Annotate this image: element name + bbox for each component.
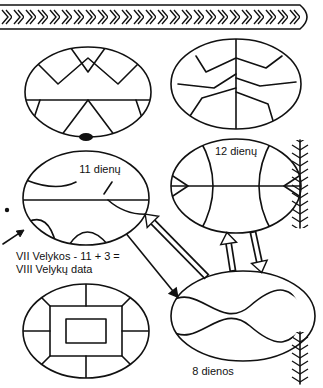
arrow-head <box>145 214 158 227</box>
arrow-shaft-inner <box>253 233 259 262</box>
black-dot <box>79 133 93 141</box>
arrow-shaft <box>253 231 260 261</box>
arrow-head <box>16 230 24 237</box>
oval-border <box>171 271 315 361</box>
small-dot <box>5 208 9 212</box>
pattern-line <box>66 232 112 250</box>
oval-border <box>23 151 149 245</box>
oval-pattern <box>20 180 152 250</box>
node-label: 12 dienų <box>213 145 259 158</box>
oval-pattern <box>20 44 156 140</box>
band-outline <box>0 5 307 29</box>
node-label: 8 dienos <box>190 365 236 378</box>
pattern-line <box>196 56 282 72</box>
pattern-line <box>50 306 122 356</box>
pattern-line <box>259 140 272 232</box>
arrow-shaft <box>153 222 207 277</box>
pattern-line <box>170 174 302 198</box>
pattern-line <box>190 88 274 124</box>
pattern-line <box>108 200 150 214</box>
oval-node: 12 dienų <box>170 138 302 234</box>
herringbone-top <box>291 140 309 228</box>
pattern-line <box>170 318 304 342</box>
pattern-line <box>30 100 146 140</box>
oval-outline <box>171 39 301 129</box>
oval-border <box>171 139 301 233</box>
oval-pattern <box>170 290 304 342</box>
arrow-shaft <box>229 243 233 271</box>
arrow-head <box>169 288 178 297</box>
zigzag-border <box>0 5 307 29</box>
flow-arrow <box>221 233 237 272</box>
oval-node: 8 dienos <box>170 270 316 380</box>
oval-outline <box>23 284 149 378</box>
pattern-line <box>26 180 76 187</box>
note-text: VII Velykos - 11 + 3 = VIII Velykų data <box>16 250 132 276</box>
pattern-line <box>200 140 213 232</box>
pattern-line <box>170 290 304 314</box>
pattern-line <box>20 199 152 201</box>
pattern-line <box>20 282 152 380</box>
flow-arrow <box>252 231 268 272</box>
oval-top-left <box>20 44 156 141</box>
arrow-shaft <box>126 234 172 291</box>
oval-bottom-left <box>20 282 152 380</box>
pattern-line <box>235 36 237 132</box>
pattern-line <box>38 294 134 368</box>
arrow-shaft-inner <box>153 222 206 276</box>
herringbone-bottom <box>291 332 309 384</box>
arrow-shaft-inner <box>229 243 233 270</box>
pattern-line <box>178 74 296 88</box>
oval-pattern <box>20 282 152 380</box>
arrow-shaft <box>3 234 18 244</box>
chevron-band <box>0 5 300 29</box>
oval-outline <box>170 270 316 362</box>
pointer-arrow <box>3 230 24 244</box>
node-label: 11 dienų <box>77 163 122 176</box>
arrow-head <box>221 233 237 245</box>
pattern-line <box>66 319 106 343</box>
oval-outline <box>25 47 151 137</box>
herringbone-spine <box>299 332 301 384</box>
oval-pattern <box>168 140 304 232</box>
oval-node: 11 dienų <box>22 150 150 246</box>
oval-top-right <box>171 36 301 132</box>
pattern-line <box>104 182 112 194</box>
